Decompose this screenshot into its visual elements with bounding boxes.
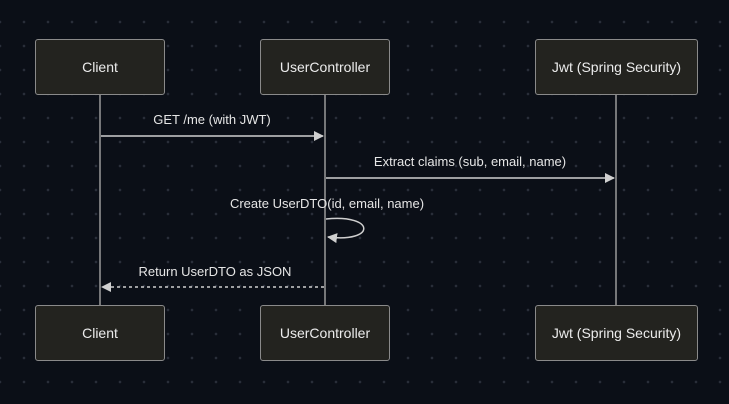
message-label-get-me: GET /me (with JWT) [153, 112, 271, 127]
message-label-create-userdto: Create UserDTO(id, email, name) [229, 196, 425, 211]
message-label-extract-claims: Extract claims (sub, email, name) [373, 154, 567, 169]
participant-usercontroller-bottom: UserController [260, 305, 390, 361]
message-arrow-create-userdto [325, 217, 365, 244]
participant-client-top: Client [35, 39, 165, 95]
participant-jwt-bottom: Jwt (Spring Security) [535, 305, 698, 361]
participant-jwt-top: Jwt (Spring Security) [535, 39, 698, 95]
participant-client-bottom: Client [35, 305, 165, 361]
message-label-return-json: Return UserDTO as JSON [138, 264, 292, 279]
participant-usercontroller-top: UserController [260, 39, 390, 95]
